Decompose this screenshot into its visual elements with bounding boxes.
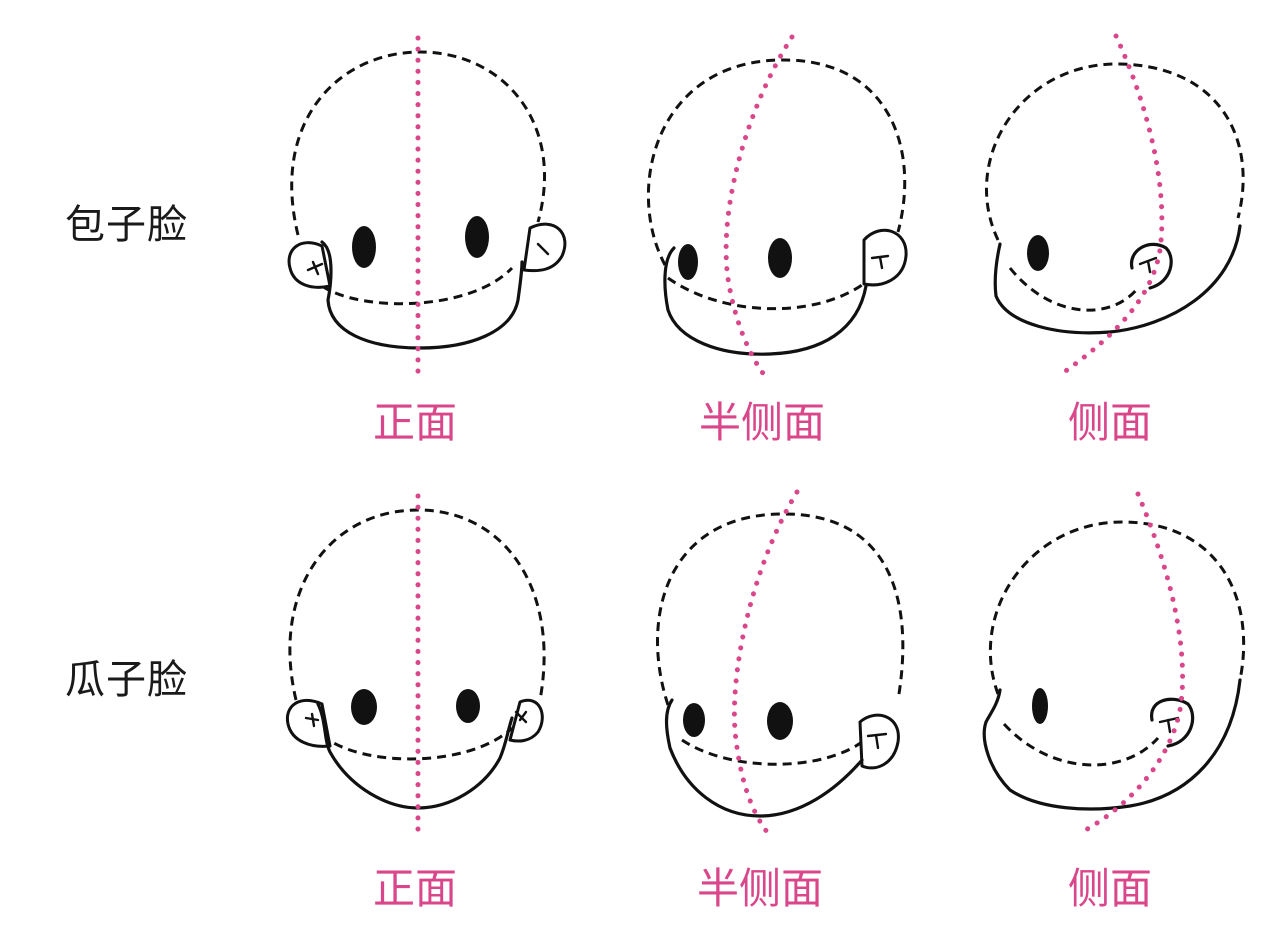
eye-left <box>351 689 377 725</box>
eye <box>1027 235 1049 271</box>
row-label-oval-face: 瓜子脸 <box>65 657 188 703</box>
head-round-half <box>646 34 908 383</box>
ear-inner <box>1158 716 1180 734</box>
eye-right <box>768 238 792 278</box>
center-guide-line <box>723 34 795 383</box>
center-guide-line <box>1057 33 1165 378</box>
head-oval-side <box>982 491 1246 835</box>
ear-inner <box>1138 256 1158 274</box>
view-label-half-side: 半侧面 <box>696 864 824 913</box>
ear-right <box>862 228 908 287</box>
ear-left <box>287 241 332 289</box>
view-label-side: 侧面 <box>1067 398 1153 447</box>
head-round-side <box>985 33 1245 378</box>
eye-left <box>683 703 705 737</box>
eye-right <box>456 689 480 723</box>
center-guide-line <box>1079 491 1186 835</box>
ear-right <box>858 713 900 770</box>
eye-right <box>767 702 793 740</box>
view-label-front: 正面 <box>372 398 458 447</box>
head-oval-front <box>285 493 546 837</box>
head-round-front <box>287 35 567 375</box>
eye-left <box>678 244 698 280</box>
eye <box>1032 688 1048 724</box>
eye-right <box>465 216 489 258</box>
eye-left <box>352 226 376 268</box>
view-label-front: 正面 <box>372 864 458 913</box>
view-label-side: 侧面 <box>1067 864 1153 913</box>
center-guide-line <box>731 489 800 841</box>
row-label-round-face: 包子脸 <box>65 202 188 248</box>
head-oval-half <box>656 489 905 841</box>
ear-right <box>522 222 567 273</box>
view-label-half-side: 半侧面 <box>698 398 826 447</box>
